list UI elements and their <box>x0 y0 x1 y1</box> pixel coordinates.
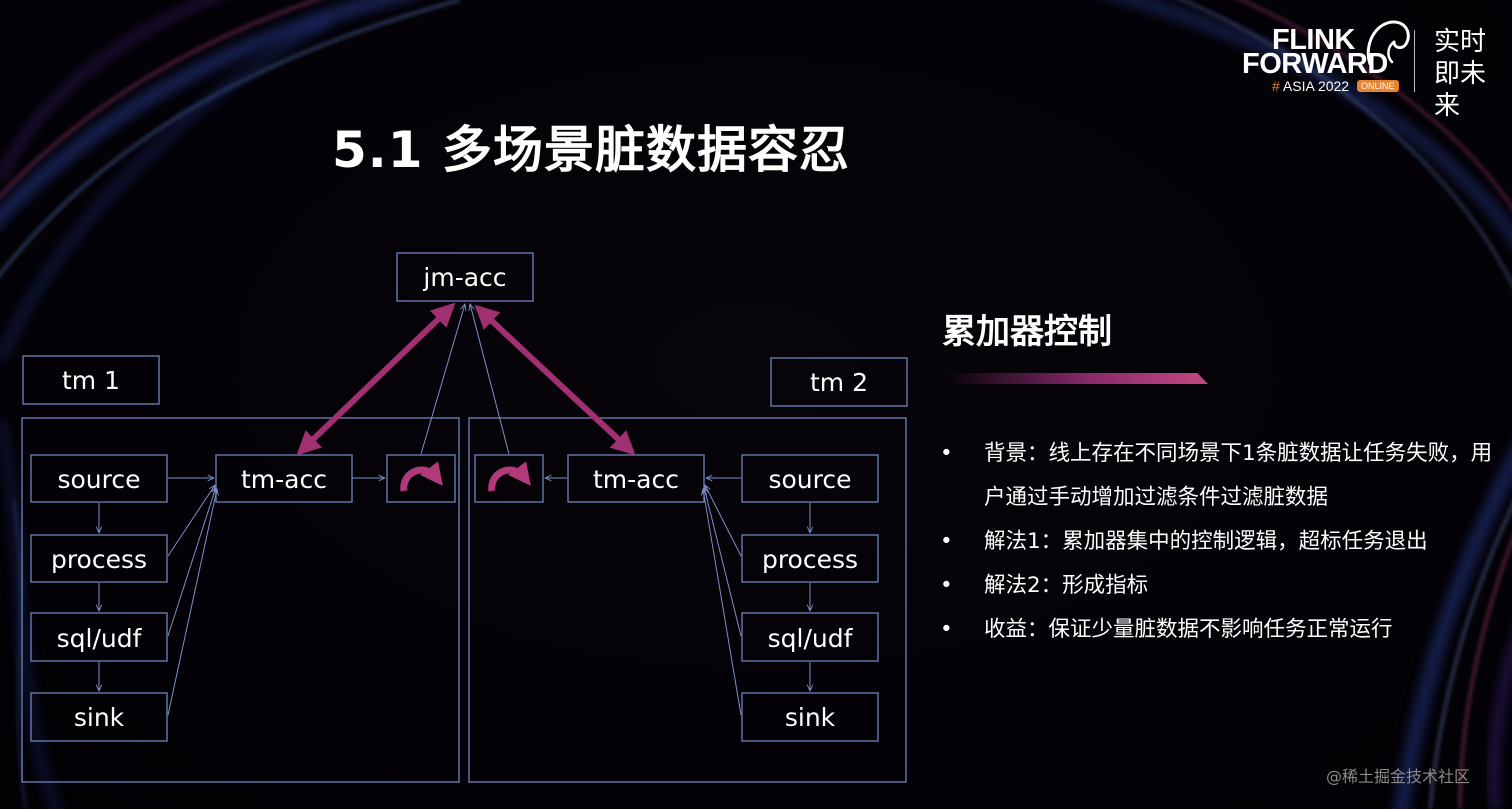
logo-line-3: # ASIA 2022 ONLINE <box>1272 78 1399 94</box>
tm1-control-box <box>386 454 456 503</box>
tm1-process-label: process <box>51 545 147 574</box>
tm2-control-to-jm-arrow <box>470 304 510 455</box>
tm1-jm-sync-arrow <box>296 302 456 456</box>
bullet-text: 背景：线上存在不同场景下1条脏数据让任务失败，用户通过手动增加过滤条件过滤脏数据 <box>984 441 1493 510</box>
bullet-list: • 背景：线上存在不同场景下1条脏数据让任务失败，用户通过手动增加过滤条件过滤脏… <box>940 432 1500 652</box>
bullet-dot: • <box>940 573 953 598</box>
logo-line-2: FORWARD <box>1242 48 1388 80</box>
panel-heading: 累加器控制 <box>942 312 1112 352</box>
tm1-label-box <box>22 355 160 405</box>
bullet-item: • 背景：线上存在不同场景下1条脏数据让任务失败，用户通过手动增加过滤条件过滤脏… <box>940 432 1500 520</box>
tm2-container <box>468 417 907 783</box>
tm2-process-label: process <box>762 545 858 574</box>
tm2-sink-label: sink <box>785 703 836 732</box>
bullet-item: • 收益：保证少量脏数据不影响任务正常运行 <box>940 608 1500 652</box>
tm2-process-to-acc-arrow <box>705 485 742 557</box>
tm1-sqludf-label: sql/udf <box>57 624 143 653</box>
watermark: @稀土掘金技术社区 <box>1326 767 1471 786</box>
logo-hash: # <box>1272 78 1280 94</box>
tm2-acc-label: tm-acc <box>593 465 679 494</box>
tm2-sqludf-to-acc-arrow <box>704 487 742 637</box>
bullet-text: 解法2：形成指标 <box>984 573 1149 598</box>
tm1-sink-box <box>30 692 168 742</box>
bullet-dot: • <box>940 617 953 642</box>
bullet-text: 收益：保证少量脏数据不影响任务正常运行 <box>984 617 1393 642</box>
tm2-control-box <box>474 454 544 503</box>
tm1-sink-to-acc-arrow <box>167 489 217 716</box>
tm2-jm-sync-arrow <box>474 304 636 456</box>
tm1-source-label: source <box>57 465 140 494</box>
tm2-sink-box <box>741 692 879 742</box>
bullet-dot: • <box>940 529 953 554</box>
heading-accent-bar <box>946 373 1208 384</box>
logo-divider <box>1414 30 1415 92</box>
tm1-process-box <box>30 534 168 583</box>
page-title: 5.1 多场景脏数据容忍 <box>332 120 850 179</box>
bullet-dot: • <box>940 441 953 466</box>
tm1-source-box <box>30 454 168 503</box>
tm1-acc-label: tm-acc <box>241 465 327 494</box>
tm2-source-box <box>741 454 879 503</box>
bullet-item: • 解法2：形成指标 <box>940 564 1500 608</box>
tm2-sink-to-acc-arrow <box>703 489 742 716</box>
flink-forward-logo: FLINK FORWARD # ASIA 2022 ONLINE 实时即未来 <box>1238 20 1498 121</box>
online-badge: ONLINE <box>1356 80 1399 92</box>
tm2-acc-box <box>567 454 705 503</box>
logo-slogan: 实时即未来 <box>1434 27 1487 121</box>
tm2-label: tm 2 <box>810 368 868 397</box>
bullet-item: • 解法1：累加器集中的控制逻辑，超标任务退出 <box>940 520 1500 564</box>
jm-acc-label: jm-acc <box>422 263 506 292</box>
logo-event-name: ASIA 2022 <box>1282 78 1350 94</box>
tm2-sqludf-box <box>741 612 879 662</box>
tm1-sqludf-box <box>30 612 168 662</box>
tm1-sink-label: sink <box>74 703 125 732</box>
tm1-container <box>21 417 460 783</box>
tm2-source-label: source <box>768 465 851 494</box>
tm1-label: tm 1 <box>62 366 120 395</box>
tm2-refresh-icon <box>488 461 531 492</box>
bullet-text: 解法1：累加器集中的控制逻辑，超标任务退出 <box>984 529 1428 554</box>
tm1-sqludf-to-acc-arrow <box>167 487 216 637</box>
tm2-sqludf-label: sql/udf <box>768 624 854 653</box>
tm2-process-box <box>741 534 879 583</box>
jm-acc-box <box>396 252 534 302</box>
tm1-process-to-acc-arrow <box>167 485 215 557</box>
tm1-refresh-icon <box>400 461 443 492</box>
logo-line-1: FLINK <box>1272 24 1355 56</box>
tm2-label-box <box>770 357 908 407</box>
squirrel-icon <box>1366 20 1410 66</box>
